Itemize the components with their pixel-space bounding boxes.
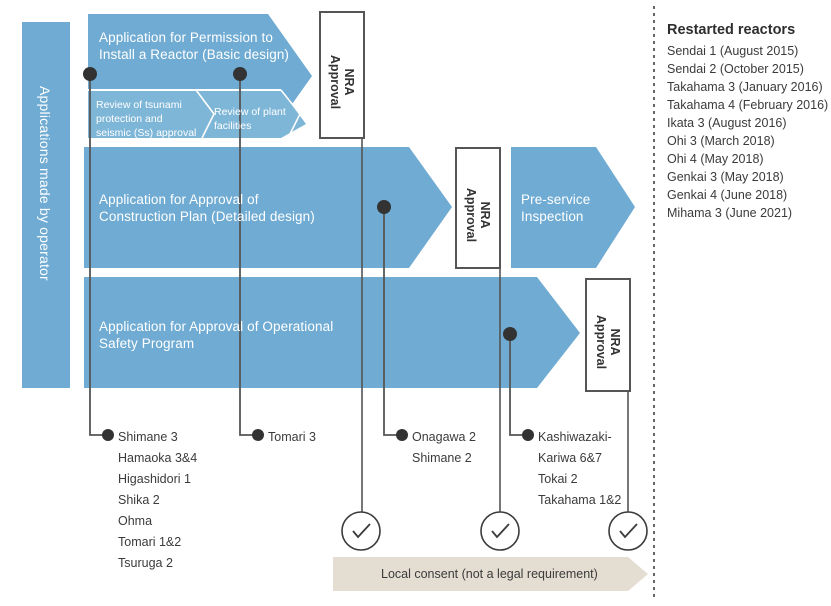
nra-approval-label-3: NRA Approval (594, 314, 622, 370)
left-vertical-bar (22, 22, 70, 388)
leader-label-group-tomari3: Tomari 3 (268, 430, 316, 444)
check-icon-2 (491, 523, 510, 539)
sidebar-title: Restarted reactors (667, 22, 796, 38)
label-dot-onagawa2 (396, 429, 408, 441)
nra-approval-box-1 (319, 11, 365, 139)
leader-line-shimane3 (89, 74, 103, 436)
sidebar-list: Sendai 1 (August 2015) Sendai 2 (October… (667, 44, 828, 224)
band-safety-arrow (84, 277, 580, 388)
nra-approval-label-2: NRA Approval (464, 187, 492, 243)
check-icon-3 (619, 523, 638, 539)
substep-label-tsunami: Review of tsunami protection and seismic… (96, 99, 197, 139)
band-construction-label: Application for Approval of Construction… (99, 192, 315, 224)
preservice-inspection-label: Pre-service Inspection (521, 192, 591, 224)
nra-approval-box-2 (455, 147, 501, 269)
substep-label-plant-facilities: Review of plant facilities (214, 106, 286, 132)
band-permission-substrip (88, 90, 306, 138)
check-circle-1 (341, 511, 381, 551)
sidebar-item: Ikata 3 (August 2016) (667, 116, 787, 130)
substep-chevron-1 (195, 89, 215, 139)
leader-label-group-kashiwazaki: Kashiwazaki- Kariwa 6&7 Tokai 2 Takahama… (538, 430, 622, 507)
leader-line-tomari3 (239, 74, 253, 436)
sidebar-item: Genkai 4 (June 2018) (667, 188, 788, 202)
leader-dot-kashiwazaki (503, 327, 517, 341)
sidebar-item: Mihama 3 (June 2021) (667, 206, 793, 220)
label-dot-shimane3 (102, 429, 114, 441)
substep-chevron-2 (280, 89, 301, 139)
leader-dot-shimane3 (83, 67, 97, 81)
leader-dot-tomari3 (233, 67, 247, 81)
preservice-inspection-arrow (511, 147, 635, 268)
sidebar-item: Ohi 3 (March 2018) (667, 134, 775, 148)
local-consent-label: Local consent (not a legal requirement) (381, 567, 598, 581)
label-dot-kashiwazaki (522, 429, 534, 441)
local-consent-arrow (333, 557, 648, 591)
sidebar-item: Sendai 2 (October 2015) (667, 62, 804, 76)
check-icon-1 (352, 523, 371, 539)
left-bar-label: Applications made by operator (37, 86, 53, 281)
band-construction-arrow (84, 147, 452, 268)
sidebar-item: Genkai 3 (May 2018) (667, 170, 784, 184)
sidebar-item: Takahama 4 (February 2016) (667, 98, 829, 112)
sidebar-item: Ohi 4 (May 2018) (667, 152, 764, 166)
sidebar-item: Sendai 1 (August 2015) (667, 44, 799, 58)
leader-dot-onagawa2 (377, 200, 391, 214)
leader-label-group-shimane3: Shimane 3 Hamaoka 3&4 Higashidori 1 Shik… (118, 430, 198, 570)
band-safety-label: Application for Approval of Operational … (99, 319, 334, 351)
sidebar-item: Takahama 3 (January 2016) (667, 80, 823, 94)
check-circle-3 (608, 511, 648, 551)
nra-approval-box-3 (585, 278, 631, 392)
leader-line-kashiwazaki (509, 334, 523, 436)
nra-approval-label-1: NRA Approval (328, 54, 356, 110)
leader-label-group-onagawa2: Onagawa 2 Shimane 2 (412, 430, 476, 465)
check-circle-2 (480, 511, 520, 551)
band-permission-label: Application for Permission to Install a … (99, 30, 290, 62)
label-dot-tomari3 (252, 429, 264, 441)
leader-line-onagawa2 (383, 207, 397, 436)
